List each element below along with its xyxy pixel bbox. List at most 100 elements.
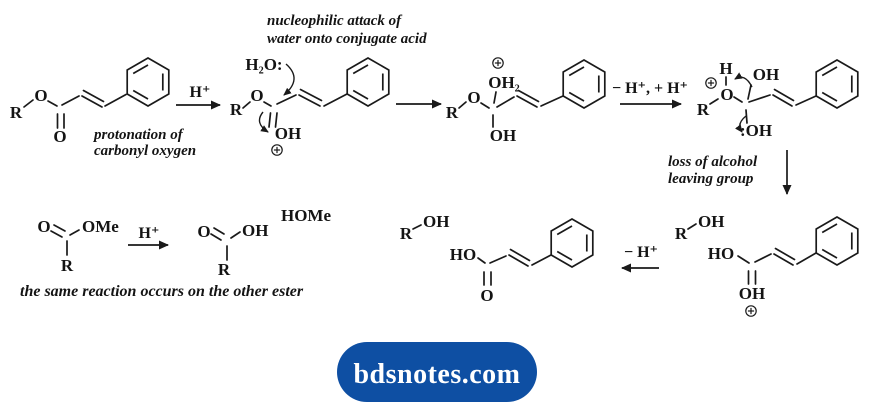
double-bond-line (517, 89, 540, 103)
note-protonation-2: carbonyl oxygen (94, 143, 196, 159)
atom-label-r: R (697, 100, 710, 119)
double-bond-line (773, 253, 794, 266)
bond (69, 229, 80, 236)
bond (276, 94, 297, 105)
double-bond-line (274, 112, 278, 128)
bond (104, 93, 127, 107)
bond (745, 109, 748, 124)
structure-protonated-leaving-group: H O R OH :OH loss of alcohol leaving gro… (668, 59, 859, 195)
note-protonation-1: protonation of (92, 127, 185, 143)
bond (795, 95, 817, 106)
atom-label-o: O (34, 86, 47, 105)
watermark-badge[interactable]: bdsnotes.com (337, 342, 537, 402)
atom-label-ho: HO (708, 244, 734, 263)
arrow-label-h-plus: H⁺ (190, 84, 211, 101)
structure-cinnamic-acid: R OH HO O (400, 212, 594, 305)
bond (480, 102, 490, 109)
benzene-ring (126, 57, 170, 107)
double-bond-line (81, 95, 103, 108)
arrow-protonation: H⁺ (176, 84, 221, 110)
benzene-ring (346, 57, 390, 107)
bond (531, 254, 552, 266)
atom-label-r: R (10, 103, 23, 122)
benzene-ring (562, 59, 606, 109)
methyl-ester-reaction: O OMe R H⁺ O OH R HOMe the same reaction… (20, 206, 331, 300)
bond (61, 95, 80, 106)
atom-label-oh: OH (490, 126, 516, 145)
atom-label-oh-lone-pair: :OH (740, 121, 772, 140)
badge-label[interactable]: bdsnotes.com (353, 359, 520, 390)
note-nucleophilic-1: nucleophilic attack of (267, 13, 403, 29)
double-bond-line (268, 112, 272, 128)
structure-conjugate-acid: nucleophilic attack of water onto conjug… (230, 13, 427, 156)
plus-charge-icon (492, 57, 504, 69)
structure-tetrahedral-intermediate: OH₂ R O OH (446, 57, 606, 145)
atom-label-oh: OH (739, 284, 765, 303)
bond (733, 96, 743, 103)
double-bond-line (773, 88, 795, 102)
atom-label-r: R (446, 103, 459, 122)
bond (747, 84, 752, 100)
atom-label-oh2: OH₂ (488, 73, 520, 92)
note-loss-1: loss of alcohol (668, 154, 758, 170)
plus-charge-icon (271, 144, 283, 156)
double-bond-line (516, 95, 538, 108)
structure-protonated-acid: R OH HO OH (675, 212, 859, 317)
benzene-ring (550, 218, 594, 268)
bond (489, 255, 507, 264)
atom-label-h: H (719, 59, 732, 78)
bond (263, 101, 272, 107)
atom-label-r: R (230, 100, 243, 119)
double-bond-line (50, 230, 63, 238)
bond (496, 96, 515, 108)
double-bond-line (298, 94, 321, 107)
bond (412, 224, 422, 230)
double-bond-line (774, 247, 796, 261)
atom-label-o: O (250, 86, 263, 105)
bond (323, 93, 348, 107)
atom-label-ho: HO (450, 245, 476, 264)
bond (737, 255, 750, 264)
curly-arrow-water-attack (283, 63, 295, 96)
bond (493, 91, 497, 104)
atom-label-r: R (218, 260, 231, 279)
bond (687, 223, 697, 230)
structure-ester-reactant: R O O protonation of carbonyl oxygen (10, 57, 196, 159)
atom-label-o: O (53, 127, 66, 146)
bond (754, 253, 772, 263)
curly-arrow-lone-pair (735, 115, 747, 133)
atom-label-oh: OH (275, 124, 301, 143)
arrow-deprotonation: − H⁺ (621, 244, 659, 273)
atom-label-oh: OH (698, 212, 724, 231)
bond (540, 95, 564, 107)
double-bond-line (772, 94, 793, 107)
atom-label-o: O (37, 217, 50, 236)
atom-label-o: O (720, 85, 733, 104)
atom-label-oh: OH (423, 212, 449, 231)
bond (709, 98, 719, 105)
arrow-label-h-plus: H⁺ (139, 225, 160, 242)
double-bond-line (508, 254, 529, 267)
atom-label-r: R (675, 224, 688, 243)
benzene-ring (815, 216, 859, 266)
bond (230, 231, 241, 239)
atom-label-o: O (480, 286, 493, 305)
atom-label-home: HOMe (281, 206, 331, 225)
atom-label-o: O (197, 222, 210, 241)
note-nucleophilic-2: water onto conjugate acid (267, 31, 427, 47)
bond (242, 101, 251, 109)
benzene-ring (815, 59, 859, 109)
bond (47, 100, 58, 107)
bond (748, 94, 771, 103)
arrow-label-proton-transfer: − H⁺, + H⁺ (612, 80, 688, 97)
double-bond-line (509, 248, 531, 262)
arrow-proton-transfer: − H⁺, + H⁺ (612, 80, 688, 109)
arrow-label-minus-h: − H⁺ (624, 244, 658, 261)
curly-arrow-pi-to-oh (258, 111, 269, 133)
atom-label-oh: OH (242, 221, 268, 240)
atom-label-ome: OMe (82, 217, 119, 236)
badge-pill[interactable] (337, 342, 537, 402)
atom-label-h2o: H₂O: (245, 55, 282, 74)
